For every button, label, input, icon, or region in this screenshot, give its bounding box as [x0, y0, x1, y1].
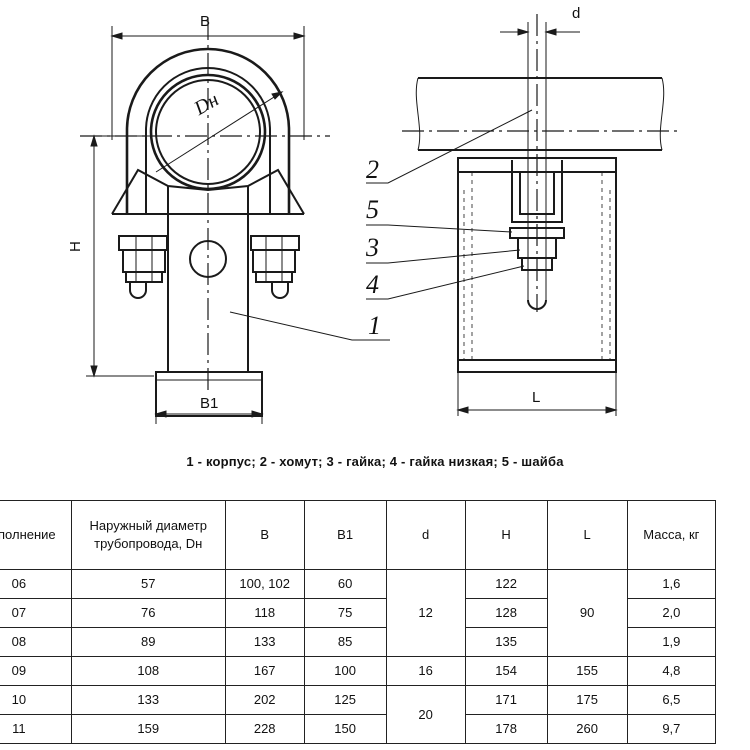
- cell-h: 122: [464, 569, 548, 599]
- header-b1: B1: [303, 500, 387, 570]
- table-row: 08 89 133 85 135 1,9: [0, 627, 717, 657]
- cell-d: 20: [385, 685, 466, 744]
- cell-b1: 85: [303, 627, 387, 657]
- table-row: 06 57 100, 102 60 12 122 90 1,6: [0, 569, 717, 657]
- cell-h: 171: [464, 685, 548, 715]
- cell-variant: 07: [0, 598, 72, 628]
- cell-b1: 150: [303, 714, 387, 744]
- cell-h: 128: [464, 598, 548, 628]
- header-diameter: Наружный диаметр трубопровода, Dн: [70, 500, 226, 570]
- cell-variant: 11: [0, 714, 72, 744]
- cell-variant: 06: [0, 569, 72, 599]
- cell-diameter: 76: [70, 598, 226, 628]
- cell-l: 90: [546, 569, 628, 657]
- table-row: 10 133 202 125 20 171 175 6,5: [0, 685, 717, 744]
- cell-mass: 9,7: [626, 714, 717, 744]
- header-variant: Исполнение: [0, 500, 72, 570]
- callout-3: 3: [365, 233, 379, 262]
- cell-d: 16: [385, 656, 466, 686]
- cell-mass: 2,0: [626, 598, 717, 628]
- label-dn: Dн: [190, 89, 223, 121]
- callout-4: 4: [366, 270, 379, 299]
- cell-b: 133: [224, 627, 305, 657]
- label-d: d: [572, 5, 580, 22]
- callout-5: 5: [366, 195, 379, 224]
- cell-diameter: 133: [70, 685, 226, 715]
- cell-b: 100, 102: [224, 569, 305, 599]
- specification-table: Исполнение Наружный диаметр трубопровода…: [0, 500, 717, 744]
- label-l: L: [532, 389, 540, 406]
- header-d: d: [385, 500, 466, 570]
- label-b: B: [200, 13, 210, 30]
- cell-b1: 100: [303, 656, 387, 686]
- cell-b1: 125: [303, 685, 387, 715]
- cell-b: 167: [224, 656, 305, 686]
- cell-variant: 10: [0, 685, 72, 715]
- cell-h: 154: [464, 656, 548, 686]
- label-b1: B1: [200, 395, 218, 412]
- cell-d: 12: [385, 569, 466, 657]
- cell-mass: 4,8: [626, 656, 717, 686]
- cell-variant: 08: [0, 627, 72, 657]
- header-mass: Масса, кг: [626, 500, 717, 570]
- cell-b: 228: [224, 714, 305, 744]
- cell-h: 178: [464, 714, 548, 744]
- side-view: d L: [366, 5, 680, 416]
- cell-b: 202: [224, 685, 305, 715]
- cell-mass: 1,9: [626, 627, 717, 657]
- cell-b: 118: [224, 598, 305, 628]
- front-view: B Dн: [67, 13, 390, 424]
- header-b: B: [224, 500, 305, 570]
- parts-legend: 1 - корпус; 2 - хомут; 3 - гайка; 4 - га…: [186, 454, 564, 469]
- callout-1: 1: [368, 311, 381, 340]
- callout-2: 2: [366, 155, 379, 184]
- cell-b1: 75: [303, 598, 387, 628]
- cell-mass: 6,5: [626, 685, 717, 715]
- cell-diameter: 159: [70, 714, 226, 744]
- cell-b1: 60: [303, 569, 387, 599]
- cell-diameter: 89: [70, 627, 226, 657]
- table-header-row: Исполнение Наружный диаметр трубопровода…: [0, 500, 717, 570]
- cell-h: 135: [464, 627, 548, 657]
- cell-l: 155: [546, 656, 628, 686]
- cell-l: 175: [546, 685, 628, 715]
- technical-drawing: B Dн: [67, 5, 680, 424]
- cell-l: 260: [546, 714, 628, 744]
- table-row: 11 159 228 150 178 260 9,7: [0, 714, 717, 744]
- label-h: H: [67, 241, 84, 252]
- cell-mass: 1,6: [626, 569, 717, 599]
- header-l: L: [546, 500, 628, 570]
- cell-diameter: 57: [70, 569, 226, 599]
- cell-diameter: 108: [70, 656, 226, 686]
- table-row: 09 108 167 100 16 154 155 4,8: [0, 656, 717, 686]
- header-h: H: [464, 500, 548, 570]
- cell-variant: 09: [0, 656, 72, 686]
